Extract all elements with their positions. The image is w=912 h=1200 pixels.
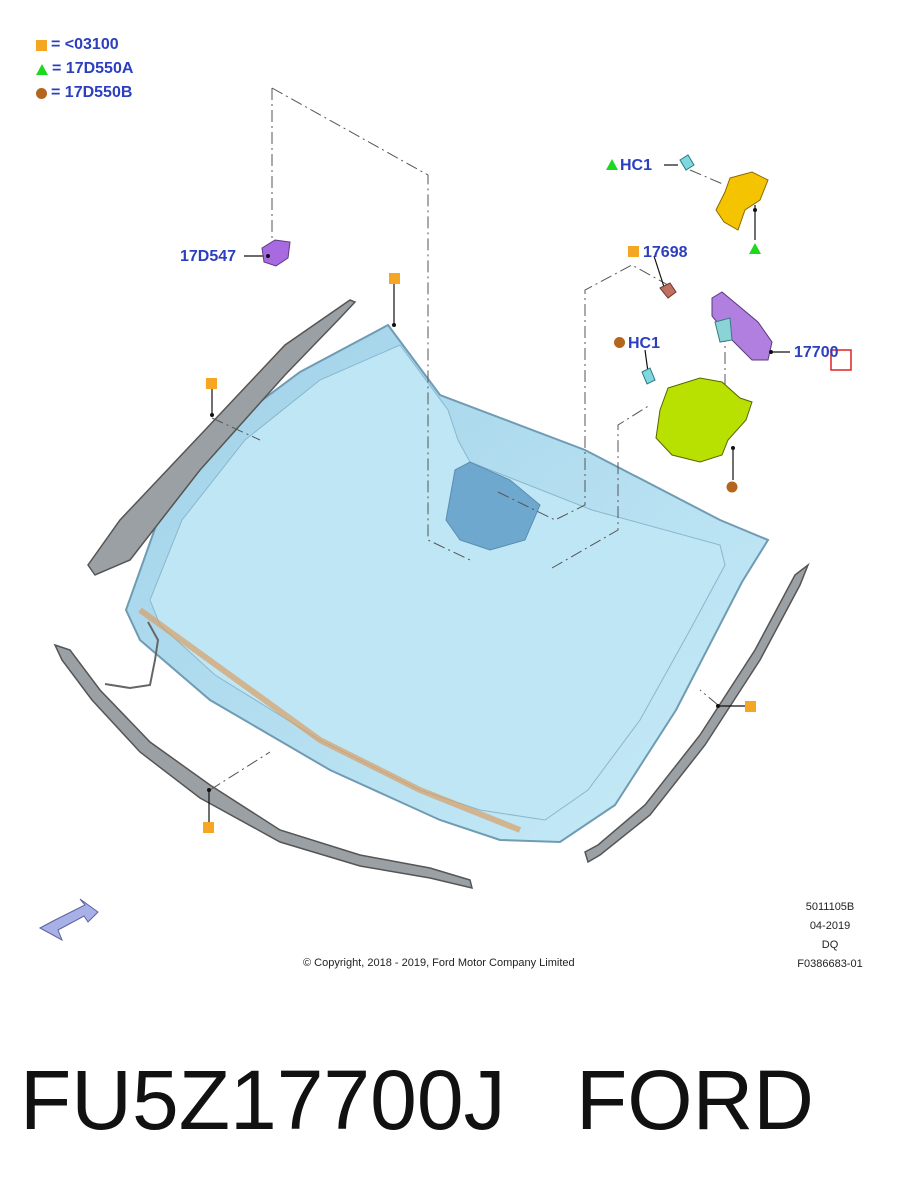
legend-triangle-text: = 17D550A xyxy=(52,60,134,77)
callout-17698-text: 17698 xyxy=(643,244,688,261)
callout-17698: 17698 xyxy=(628,244,688,262)
markers xyxy=(203,243,761,833)
brand-caption: FORD xyxy=(576,1053,814,1147)
legend-square: = <03100 xyxy=(36,36,119,54)
square-marker-icon xyxy=(628,246,639,257)
left-pillar-molding xyxy=(87,299,357,576)
triangle-marker-icon xyxy=(606,159,618,170)
legend-circle: = 17D550B xyxy=(36,84,132,102)
callout-hc1-top-text: HC1 xyxy=(620,157,653,174)
right-pillar-molding xyxy=(584,562,810,864)
callout-17700: 17700 xyxy=(794,344,839,361)
meta-line1: 5011105B xyxy=(805,901,855,913)
callout-hc1-mid-text: HC1 xyxy=(628,335,661,352)
circle-marker-icon xyxy=(36,87,47,99)
callout-hc1-mid: HC1 xyxy=(614,335,660,353)
copyright-text: © Copyright, 2018 - 2019, Ford Motor Com… xyxy=(303,957,575,969)
part-number-caption: FU5Z17700J xyxy=(20,1053,506,1147)
legend-triangle: = 17D550A xyxy=(36,60,133,78)
bracket-part-yellow xyxy=(715,171,769,231)
meta-line4: F0386683-01 xyxy=(797,958,863,970)
meta-line3: DQ xyxy=(821,939,839,951)
glass-dots xyxy=(207,208,773,792)
square-marker-icon xyxy=(36,39,47,51)
leader-lines xyxy=(209,87,726,791)
direction-arrow-icon xyxy=(38,898,99,942)
windshield-glass xyxy=(124,323,770,844)
sensor-17d547 xyxy=(261,239,291,267)
mirror-cover-green xyxy=(655,377,753,463)
legend-square-text: = <03100 xyxy=(51,36,119,53)
wire-harness xyxy=(104,621,160,690)
callout-17d547: 17D547 xyxy=(180,248,237,265)
mirror-mount xyxy=(714,317,733,343)
highlight-box xyxy=(830,349,852,371)
clip-hc1-top xyxy=(679,154,695,171)
clip-17698 xyxy=(659,282,677,299)
lower-cowl-seal xyxy=(53,643,474,890)
legend-circle-text: = 17D550B xyxy=(51,84,133,101)
clip-hc1-mid xyxy=(641,367,656,385)
callout-hc1-top: HC1 xyxy=(606,157,652,175)
parts-diagram xyxy=(38,87,852,942)
meta-line2: 04-2019 xyxy=(809,920,851,932)
triangle-marker-icon xyxy=(36,63,48,75)
circle-marker-icon xyxy=(614,337,625,348)
